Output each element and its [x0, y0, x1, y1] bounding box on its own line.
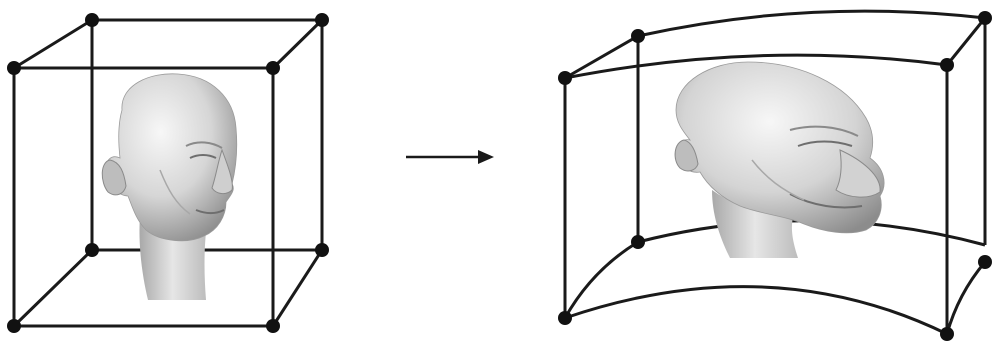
head-nose [211, 148, 233, 195]
control-point [978, 11, 992, 25]
lattice-front-edges [563, 53, 949, 336]
control-point [7, 319, 21, 333]
deformed-head-brow [789, 125, 859, 137]
head-model [101, 73, 238, 300]
head-skull [105, 73, 238, 242]
deformed-head-eye [797, 140, 853, 147]
control-point [940, 327, 954, 341]
control-point [266, 61, 280, 75]
control-point [85, 13, 99, 27]
cube-depth-edges [12, 18, 324, 328]
deformed-head-ear [674, 139, 699, 172]
head-eye [189, 154, 217, 159]
control-point [558, 71, 572, 85]
control-point [7, 61, 21, 75]
head-brow [185, 141, 223, 149]
cube-control-points [7, 13, 329, 333]
head-ear [101, 159, 127, 196]
control-point [631, 235, 645, 249]
deformed-head-nose [835, 149, 881, 198]
deformed-head-cheek-shadow [751, 159, 805, 201]
control-point [978, 255, 992, 269]
cube-back-edges [90, 18, 324, 252]
panel-after [558, 9, 992, 341]
control-point [315, 243, 329, 257]
head-mouth [195, 209, 225, 214]
head-cheek-shadow [159, 169, 191, 215]
cube-front-edges [12, 66, 275, 328]
panel-before [7, 13, 329, 333]
deformed-head-model [674, 61, 885, 258]
control-point [315, 13, 329, 27]
deformed-head-neck [712, 190, 798, 258]
control-point [558, 311, 572, 325]
control-point [631, 29, 645, 43]
control-point [940, 58, 954, 72]
lattice-control-points [558, 11, 992, 341]
transform-arrow [406, 150, 494, 164]
control-point [85, 243, 99, 257]
lattice-depth-edges [563, 17, 987, 335]
control-point [266, 319, 280, 333]
